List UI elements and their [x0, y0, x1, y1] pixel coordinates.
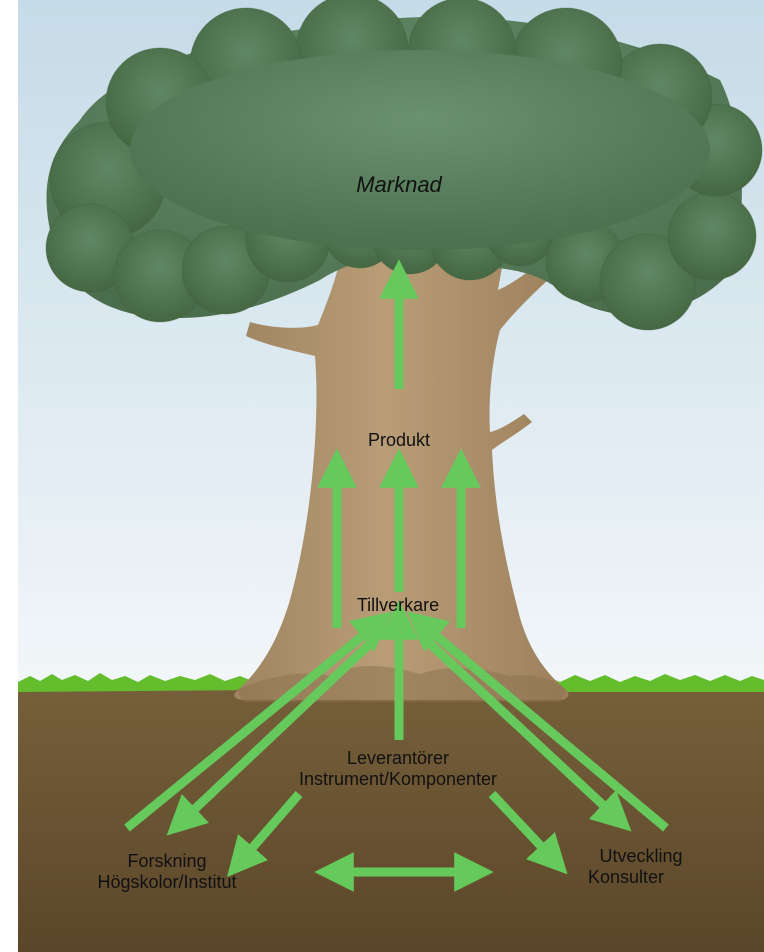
label-hogskolor-institut: Högskolor/Institut	[97, 872, 236, 892]
label-tillverkare: Tillverkare	[357, 595, 439, 615]
label-konsulter: Konsulter	[588, 867, 664, 887]
label-marknad: Marknad	[356, 172, 442, 197]
label-forskning: Forskning	[127, 851, 206, 871]
label-utveckling: Utveckling	[599, 846, 682, 866]
label-produkt: Produkt	[368, 430, 430, 450]
label-leverantorer: Leverantörer	[347, 748, 449, 768]
label-instrument-komponenter: Instrument/Komponenter	[299, 769, 497, 789]
